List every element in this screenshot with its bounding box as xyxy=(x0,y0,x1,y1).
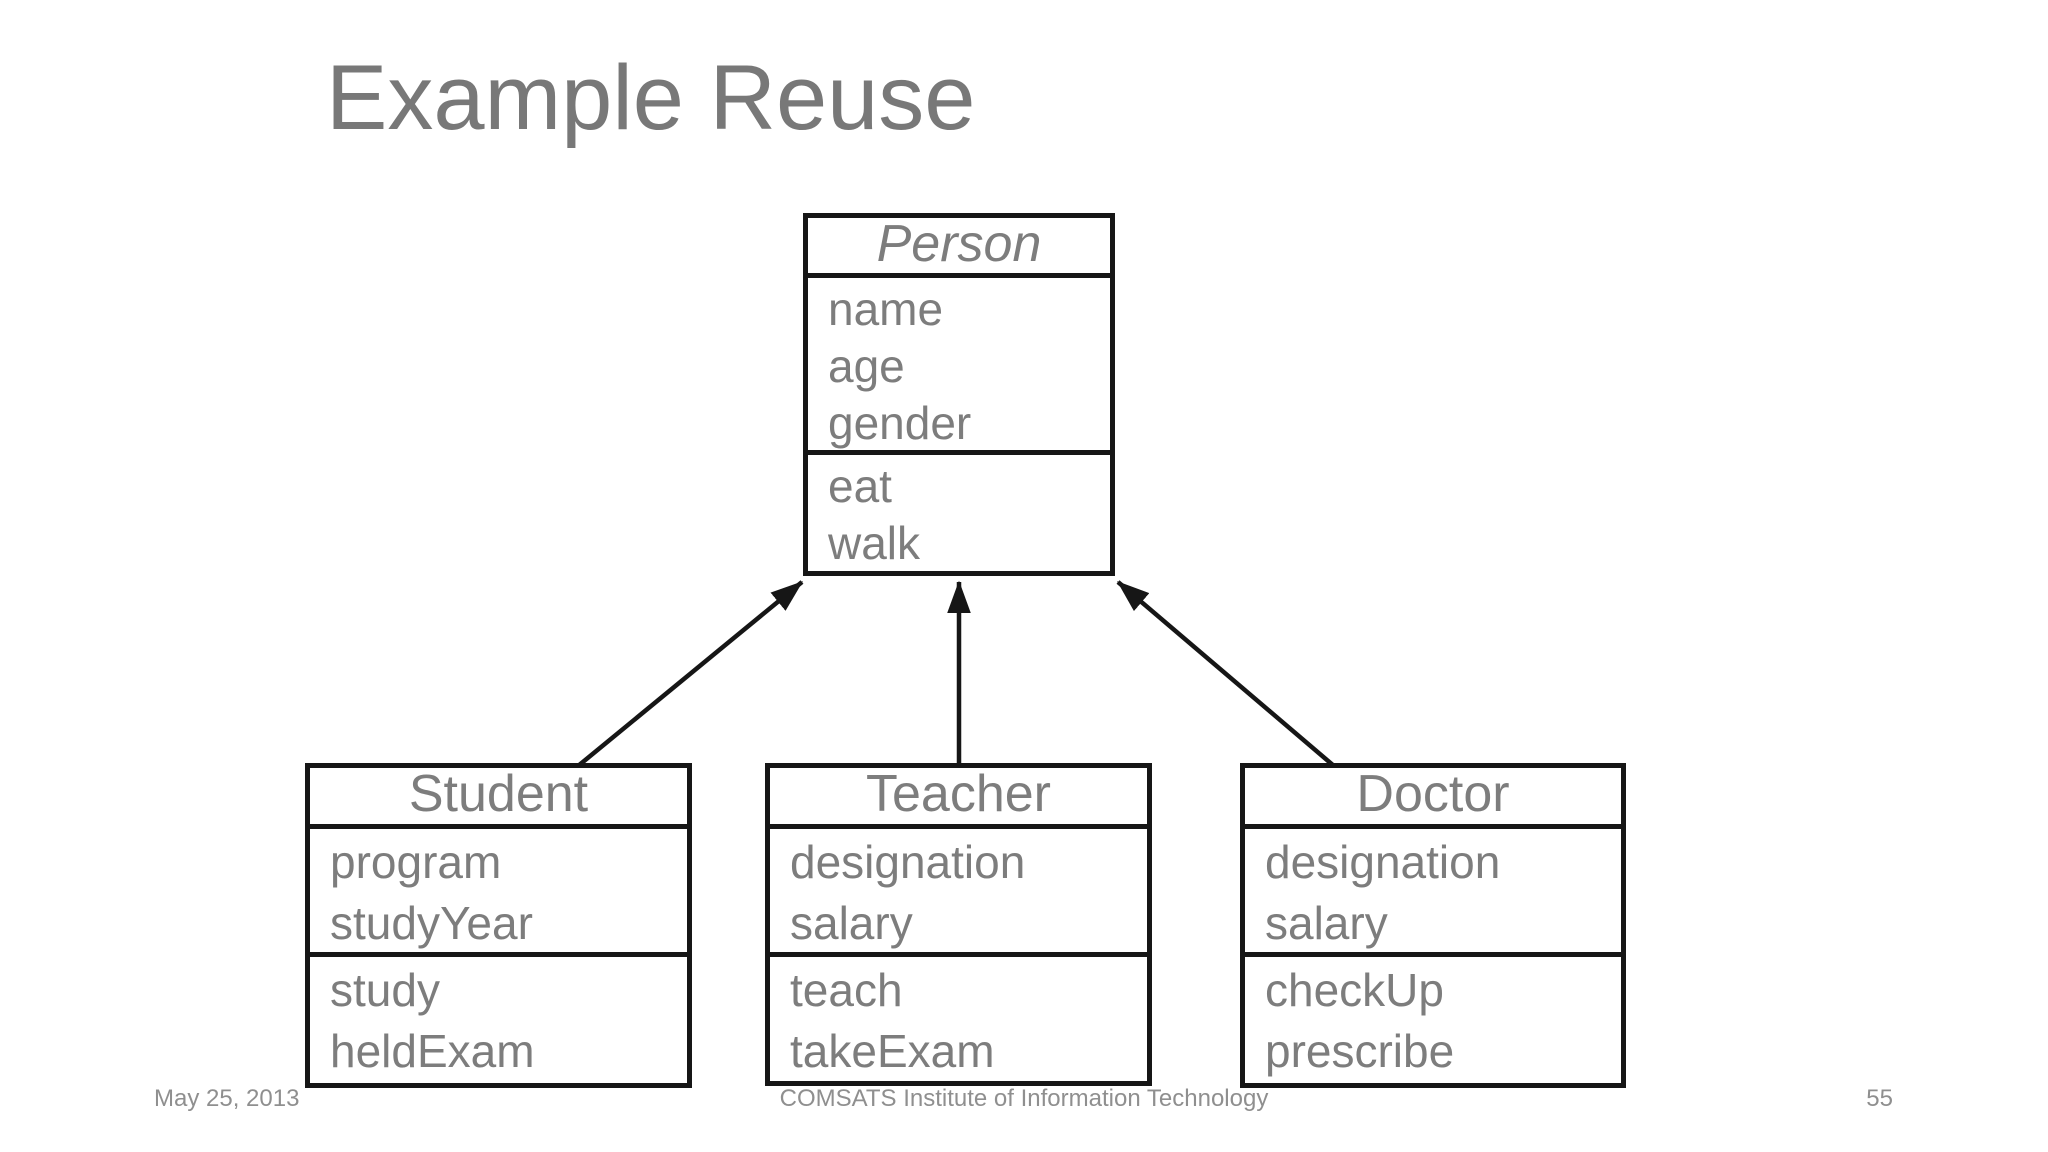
slide-number: 55 xyxy=(1866,1085,1893,1112)
person-methods-section: eat walk xyxy=(808,455,1110,571)
class-name-doctor: Doctor xyxy=(1245,768,1621,829)
attribute-row: studyYear xyxy=(330,897,533,949)
inheritance-arrow-student-to-person xyxy=(576,580,804,768)
student-attributes-section: program studyYear xyxy=(310,829,687,957)
class-name-teacher: Teacher xyxy=(770,768,1147,829)
attribute-row: program xyxy=(330,836,502,888)
teacher-methods-section: teach takeExam xyxy=(770,957,1147,1081)
teacher-attributes-section: designation salary xyxy=(770,829,1147,957)
method-row: teach xyxy=(790,964,903,1016)
class-box-person: Person name age gender eat walk xyxy=(803,213,1115,576)
class-name-person: Person xyxy=(808,218,1110,278)
footer-date: May 25, 2013 xyxy=(154,1085,300,1112)
slide-footer: May 25, 2013 COMSATS Institute of Inform… xyxy=(0,1084,2048,1118)
method-row: prescribe xyxy=(1265,1025,1455,1077)
attribute-row: gender xyxy=(828,397,972,449)
attribute-row: designation xyxy=(790,836,1026,888)
student-methods-section: study heldExam xyxy=(310,957,687,1083)
method-row: heldExam xyxy=(330,1025,535,1077)
method-row: eat xyxy=(828,460,892,512)
class-box-teacher: Teacher designation salary teach takeExa… xyxy=(765,763,1152,1086)
method-row: takeExam xyxy=(790,1025,995,1077)
person-attributes-section: name age gender xyxy=(808,278,1110,455)
footer-center-text: COMSATS Institute of Information Technol… xyxy=(779,1085,1269,1112)
method-row: checkUp xyxy=(1265,964,1444,1016)
attribute-row: name xyxy=(828,283,944,335)
doctor-methods-section: checkUp prescribe xyxy=(1245,957,1621,1083)
attribute-row: salary xyxy=(790,897,913,949)
attribute-row: salary xyxy=(1265,897,1388,949)
method-row: walk xyxy=(828,517,921,569)
inheritance-arrow-doctor-to-person xyxy=(1116,580,1336,768)
method-row: study xyxy=(330,964,440,1016)
class-box-student: Student program studyYear study heldExam xyxy=(305,763,692,1088)
attribute-row: age xyxy=(828,340,905,392)
class-name-student: Student xyxy=(310,768,687,829)
doctor-attributes-section: designation salary xyxy=(1245,829,1621,957)
slide-title: Example Reuse xyxy=(326,47,976,149)
class-box-doctor: Doctor designation salary checkUp prescr… xyxy=(1240,763,1626,1088)
attribute-row: designation xyxy=(1265,836,1501,888)
